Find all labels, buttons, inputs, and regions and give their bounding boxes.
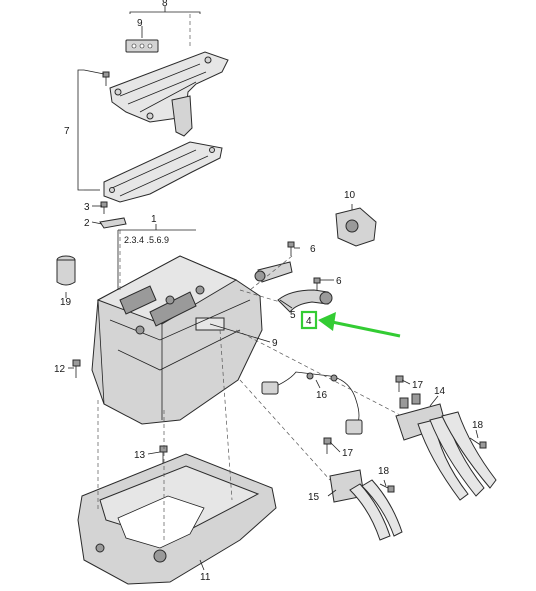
screw-18b bbox=[379, 483, 395, 493]
screw-top bbox=[102, 71, 110, 86]
lower-gasket bbox=[103, 141, 223, 203]
cable-bundle-15 bbox=[329, 469, 403, 541]
cable-bundle-14 bbox=[395, 393, 497, 501]
bracket-2 bbox=[99, 217, 127, 229]
label-1: 1 bbox=[151, 214, 157, 225]
highlight-box-4 bbox=[300, 310, 318, 330]
label-16: 16 bbox=[316, 390, 328, 401]
label-13: 13 bbox=[134, 450, 146, 461]
screw-13 bbox=[159, 445, 168, 464]
label-6b: 6 bbox=[336, 276, 342, 287]
label-18b: 18 bbox=[378, 466, 390, 477]
label-9b: 9 bbox=[272, 338, 278, 349]
label-8: 8 bbox=[162, 0, 168, 9]
main-housing bbox=[91, 255, 263, 425]
pipe-5-upper bbox=[254, 261, 293, 283]
bracket-10 bbox=[335, 207, 377, 247]
top-cover-gasket bbox=[109, 51, 229, 137]
label-2: 2 bbox=[84, 218, 90, 229]
screw-12 bbox=[72, 359, 81, 378]
screw-6a bbox=[287, 241, 295, 256]
green-arrow bbox=[318, 312, 401, 338]
label-12: 12 bbox=[54, 364, 66, 375]
label-11: 11 bbox=[200, 572, 211, 583]
label-5: 5 bbox=[290, 310, 296, 321]
screw-17b bbox=[323, 437, 332, 454]
connector-plate bbox=[125, 39, 159, 53]
screw-3 bbox=[100, 201, 108, 214]
label-18a: 18 bbox=[472, 420, 484, 431]
label-1-subparts: 2.3.4 .5.6.9 bbox=[124, 235, 169, 245]
label-17b: 17 bbox=[342, 448, 354, 459]
base-tray bbox=[77, 453, 277, 585]
label-10: 10 bbox=[344, 190, 356, 201]
pipe-5-lower bbox=[277, 289, 333, 313]
label-14: 14 bbox=[434, 386, 446, 397]
label-4: 4 bbox=[306, 316, 312, 327]
label-19: 19 bbox=[60, 297, 72, 308]
screw-17a bbox=[395, 375, 404, 392]
label-15: 15 bbox=[308, 492, 320, 503]
screw-6b bbox=[313, 277, 321, 290]
screw-18a bbox=[469, 437, 487, 449]
label-3: 3 bbox=[84, 202, 90, 213]
plug-19 bbox=[56, 255, 76, 286]
harness-16 bbox=[261, 371, 363, 435]
label-7: 7 bbox=[64, 126, 70, 137]
label-9a: 9 bbox=[137, 18, 143, 29]
label-6a: 6 bbox=[310, 244, 316, 255]
label-17a: 17 bbox=[412, 380, 424, 391]
